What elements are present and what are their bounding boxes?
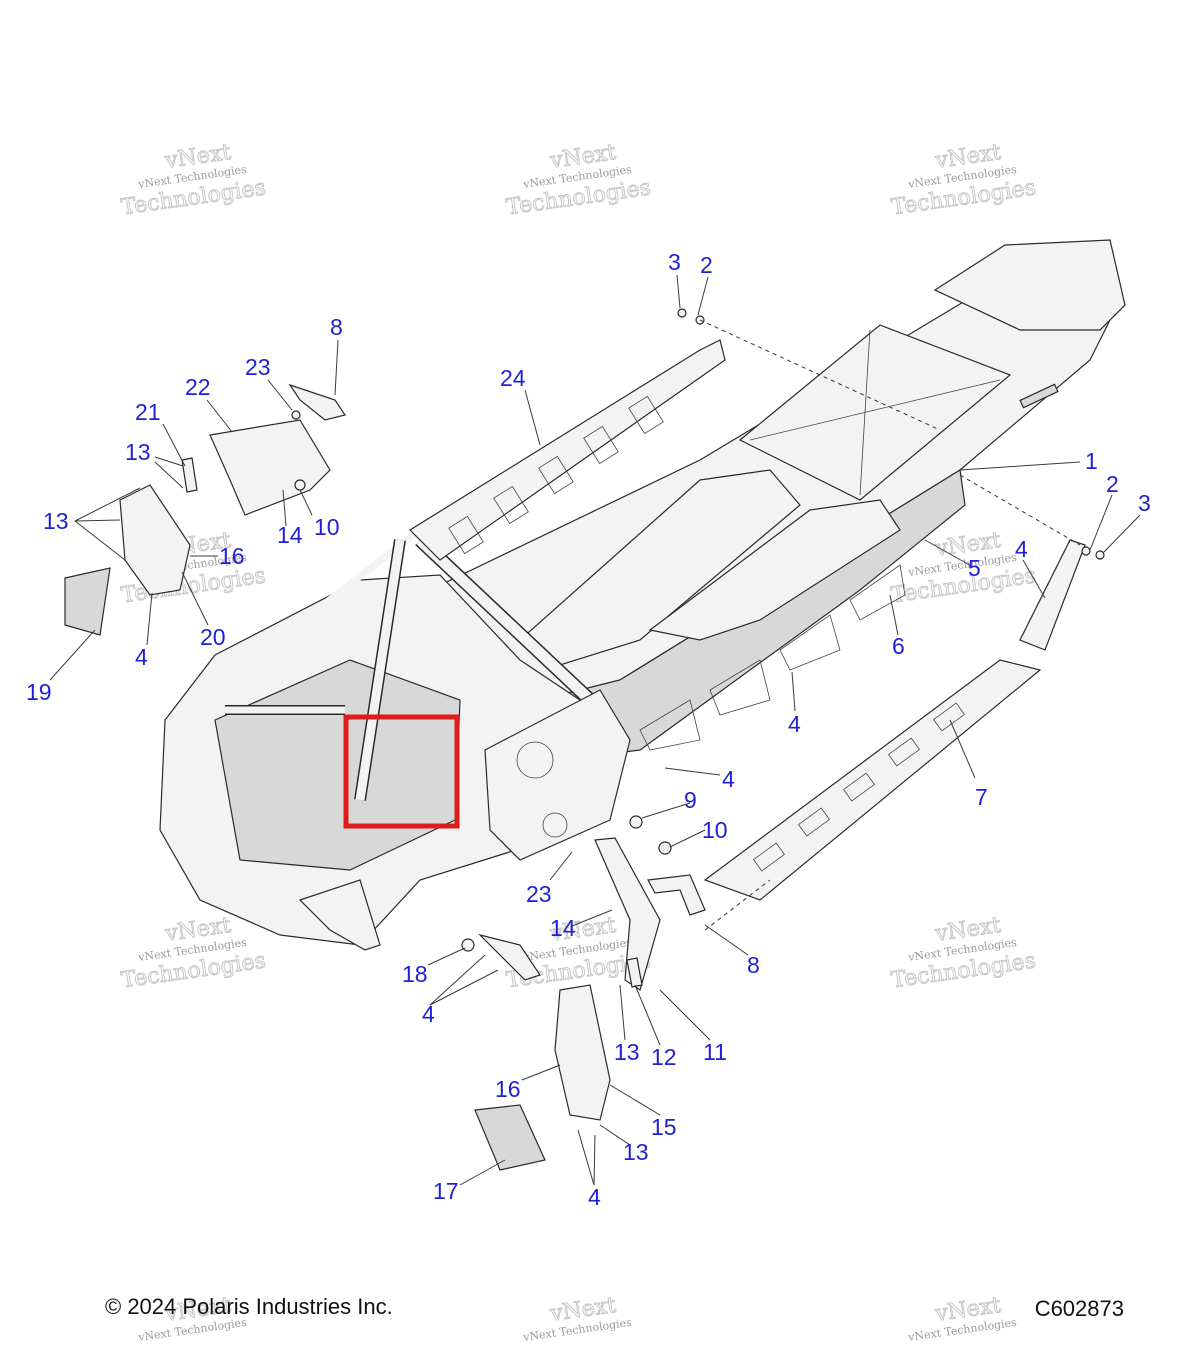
callout-label: 3 [668, 249, 681, 275]
right-lower-brackets [461, 815, 706, 1171]
callout-label: 22 [185, 374, 211, 400]
callout-label: 8 [330, 314, 343, 340]
assembly-lines [699, 319, 1081, 931]
watermark: vNext vNext Technologies Technologies [889, 139, 1038, 221]
callout-label: 4 [135, 644, 148, 670]
fasteners [291, 308, 1105, 560]
callout-label: 5 [968, 555, 981, 581]
callout-label: 13 [125, 439, 151, 465]
leader-lines [49, 274, 1141, 1186]
part-20-panel [119, 484, 191, 596]
part-8-handle-lower [647, 874, 706, 916]
callout-label: 3 [1138, 490, 1151, 516]
highlight-box [343, 714, 460, 829]
left-brackets [64, 383, 346, 636]
part-10-nut [658, 841, 672, 855]
callout-label: 13 [623, 1139, 649, 1165]
callout-label: 14 [550, 915, 576, 941]
callout-label: 13 [43, 508, 69, 534]
callout-label: 10 [314, 514, 340, 540]
callout-label: 18 [402, 961, 428, 987]
part-11-bracket [594, 837, 661, 991]
callout-label: 6 [892, 633, 905, 659]
callout-label: 14 [277, 522, 303, 548]
chassis-tunnel [428, 239, 1126, 761]
callout-label: 12 [651, 1044, 677, 1070]
callout-label: 23 [245, 354, 271, 380]
callout-label: 9 [684, 787, 697, 813]
part-15-panel [554, 984, 611, 1121]
callout-label: 16 [495, 1076, 521, 1102]
callout-label: 2 [1106, 471, 1119, 497]
part-21-clip [181, 457, 198, 493]
part-22-bracket [209, 419, 331, 516]
callout-label: 4 [788, 711, 801, 737]
part-9-fitting [629, 815, 643, 829]
part-8-handle [288, 383, 346, 421]
callout-label: 20 [200, 624, 226, 650]
callout-label: 24 [500, 365, 526, 391]
callout-label: 11 [703, 1039, 727, 1065]
diagram-id: C602873 [1034, 1296, 1124, 1321]
callout-label: 15 [651, 1114, 677, 1140]
part-12-clip [626, 957, 643, 988]
watermark: vNext vNext Technologies [906, 1292, 1017, 1344]
callout-label: 19 [26, 679, 52, 705]
callout-label: 4 [1015, 536, 1028, 562]
part-17-pad [474, 1104, 546, 1171]
callout-label: 7 [975, 784, 988, 810]
part-19-pad [64, 567, 111, 636]
callout-label: 17 [433, 1178, 459, 1204]
front-frame [159, 527, 631, 951]
callout-label: 10 [702, 817, 728, 843]
watermark: vNext vNext Technologies Technologies [119, 139, 268, 221]
callout-label: 21 [135, 399, 161, 425]
callout-label: 16 [219, 543, 245, 569]
part-18-strap [478, 933, 541, 981]
callout-label: 4 [422, 1001, 435, 1027]
callout-label: 4 [722, 766, 735, 792]
part-7-running-board [703, 539, 1086, 901]
callout-label: 13 [614, 1039, 640, 1065]
watermark: vNext vNext Technologies [521, 1292, 632, 1344]
callout-label: 8 [747, 952, 760, 978]
watermark: vNext vNext Technologies Technologies [119, 912, 268, 994]
callout-label: 2 [700, 252, 713, 278]
copyright-text: © 2024 Polaris Industries Inc. [105, 1294, 393, 1319]
watermark: vNext vNext Technologies Technologies [504, 139, 653, 221]
callout-label: 1 [1085, 448, 1098, 474]
callout-label: 23 [526, 881, 552, 907]
callout-label: 4 [588, 1184, 601, 1210]
watermark: vNext vNext Technologies Technologies [889, 912, 1038, 994]
callout-labels: 3 2 8 23 22 24 21 13 13 14 10 16 20 4 19… [26, 249, 1151, 1210]
part-18-clip [461, 938, 475, 952]
part-24-rail [409, 339, 726, 561]
